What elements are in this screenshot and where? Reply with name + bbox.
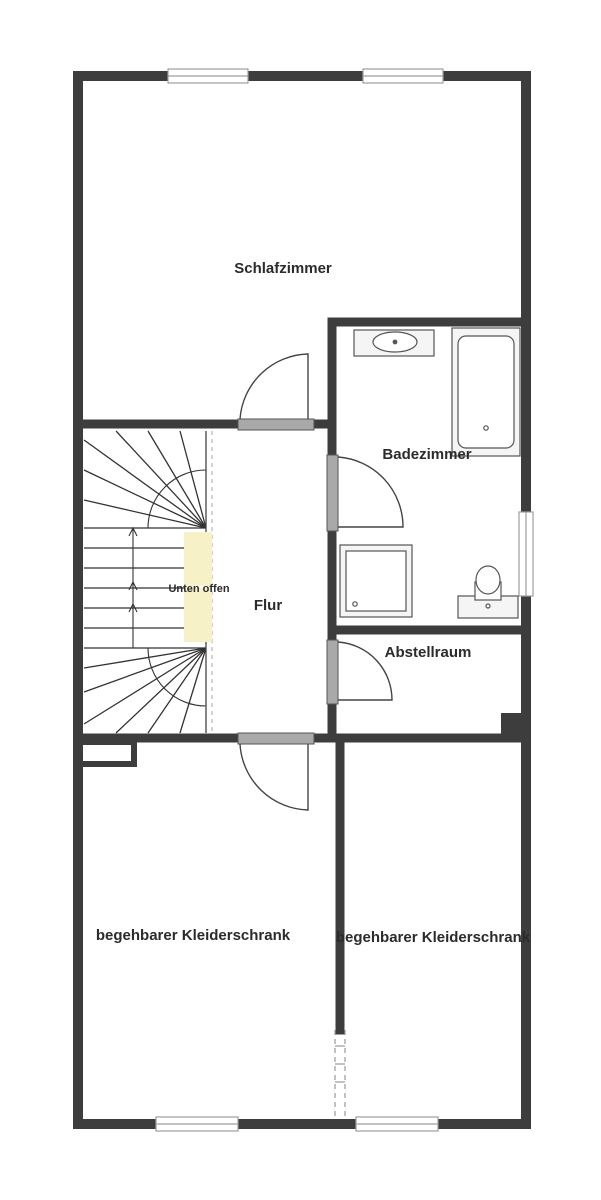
stairs-lower-winder bbox=[83, 647, 207, 734]
label-kleiderschrank-left: begehbarer Kleiderschrank bbox=[96, 927, 291, 944]
staircase bbox=[83, 430, 213, 734]
toilet-icon bbox=[457, 565, 519, 619]
wall-niches bbox=[77, 713, 525, 767]
window-top-right bbox=[362, 68, 444, 84]
windows bbox=[155, 68, 534, 1132]
window-bathroom bbox=[518, 511, 534, 597]
room-labels: Schlafzimmer Badezimmer Flur Abstellraum… bbox=[96, 260, 531, 946]
door-badezimmer bbox=[326, 454, 404, 532]
doors bbox=[237, 353, 404, 811]
sink-icon bbox=[353, 329, 435, 357]
door-schlafzimmer bbox=[237, 353, 315, 431]
door-abstellraum bbox=[326, 639, 393, 705]
bathtub-icon bbox=[451, 327, 521, 457]
outer-walls bbox=[73, 71, 531, 1129]
label-flur: Flur bbox=[254, 597, 282, 614]
label-stairs-note: Unten offen bbox=[168, 583, 229, 595]
stairs-straight-flight bbox=[84, 528, 184, 648]
label-badezimmer: Badezimmer bbox=[382, 446, 471, 463]
label-kleiderschrank-right: begehbarer Kleiderschrank bbox=[336, 929, 531, 946]
window-bottom-left bbox=[155, 1116, 239, 1132]
closet-partition bbox=[334, 1030, 346, 1118]
label-schlafzimmer: Schlafzimmer bbox=[234, 260, 332, 277]
stairs-arrows bbox=[128, 526, 138, 613]
shower-icon bbox=[339, 544, 413, 618]
door-kleiderschrank bbox=[237, 732, 315, 811]
window-top-left bbox=[167, 68, 249, 84]
bathroom-fixtures bbox=[339, 327, 521, 619]
stairs-upper-winder bbox=[83, 430, 207, 529]
window-bottom-right bbox=[355, 1116, 439, 1132]
label-abstellraum: Abstellraum bbox=[385, 644, 472, 661]
